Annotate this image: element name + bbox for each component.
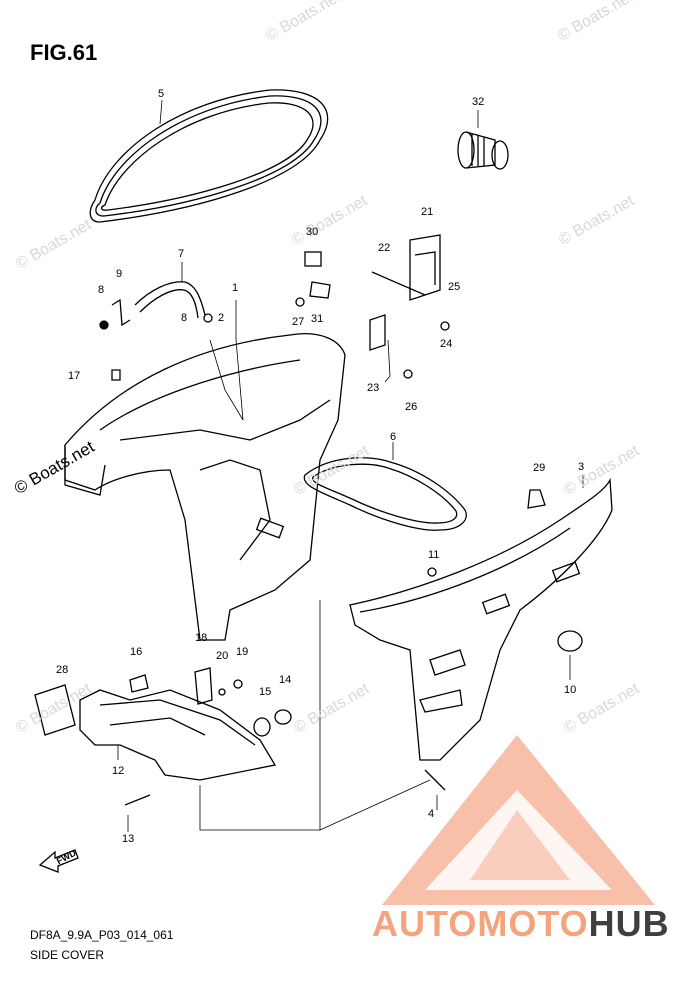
figure-title: FIG.61 [30, 40, 98, 65]
pad-part-16 [129, 674, 149, 693]
callout-9: 9 [116, 268, 123, 280]
bracket-part-18 [194, 667, 213, 705]
callout-1: 1 [232, 282, 239, 294]
callout-8: 8 [98, 284, 105, 296]
pad-part-30 [304, 251, 322, 267]
collar-part-14 [274, 709, 292, 725]
grommet-part-15 [253, 717, 271, 737]
callout-3: 3 [578, 461, 585, 473]
side-cover-part-3 [349, 477, 613, 761]
callout-14: 14 [279, 674, 292, 686]
callout-5: 5 [158, 88, 165, 100]
latch-assembly [369, 234, 450, 379]
callout-25: 25 [448, 281, 461, 293]
callout-32: 32 [472, 96, 485, 108]
callout-12: 12 [112, 765, 125, 777]
callout-28: 28 [56, 664, 69, 676]
pad-part-28 [34, 684, 76, 736]
fwd-arrow-icon [38, 849, 79, 873]
bolt-part-13 [124, 794, 151, 806]
callout-11: 11 [428, 549, 440, 561]
callout-16: 16 [130, 646, 143, 658]
brand-logo: AUTOMOTOHUB [372, 903, 670, 945]
diagram-subtitle: SIDE COVER [30, 948, 105, 962]
logo-triangle [382, 735, 655, 905]
fastener-part-8 [99, 320, 109, 330]
callout-18: 18 [195, 632, 208, 644]
callout-26: 26 [405, 401, 418, 413]
hose-part-7 [134, 281, 206, 319]
callout-20: 20 [216, 650, 229, 662]
callout-27: 27 [292, 316, 305, 328]
callout-17: 17 [68, 370, 81, 382]
gasket-part-6 [303, 457, 467, 531]
callout-2: 2 [218, 312, 225, 324]
callout-10: 10 [564, 684, 577, 696]
callout-4: 4 [428, 808, 435, 820]
lower-cover-part-1 [64, 333, 346, 641]
fastener-part-8b [203, 313, 213, 323]
callout-23: 23 [367, 382, 380, 394]
callout-15: 15 [259, 686, 272, 698]
callout-24: 24 [440, 338, 453, 350]
callout-13: 13 [122, 833, 135, 845]
callout-29: 29 [533, 462, 546, 474]
brand-logo-part1: AUTOMOTO [372, 903, 589, 944]
callout-8b: 8 [181, 312, 188, 324]
mount-part-10 [557, 630, 583, 652]
bracket-part-31 [309, 281, 331, 299]
grommet-part-32 [457, 131, 509, 170]
callout-21: 21 [421, 206, 434, 218]
callout-19: 19 [236, 646, 249, 658]
bolt-part-11 [427, 567, 437, 577]
seal-ring-part-5 [89, 89, 329, 223]
callout-7: 7 [178, 248, 185, 260]
clip-part-29 [527, 489, 546, 509]
nut-part-27 [295, 297, 305, 307]
bolt-part-4 [424, 769, 446, 791]
callout-6: 6 [390, 431, 397, 443]
bolt-part-19 [233, 679, 243, 689]
callout-30: 30 [306, 226, 319, 238]
diagram-code: DF8A_9.9A_P03_014_061 [30, 928, 174, 942]
bolt-part-17 [111, 369, 121, 381]
washer-part-20 [218, 688, 226, 696]
brand-logo-part2: HUB [588, 903, 670, 944]
clip-part-9 [111, 298, 131, 327]
callout-31: 31 [311, 313, 324, 325]
callout-22: 22 [378, 242, 391, 254]
lower-bracket-part-12 [79, 689, 277, 781]
